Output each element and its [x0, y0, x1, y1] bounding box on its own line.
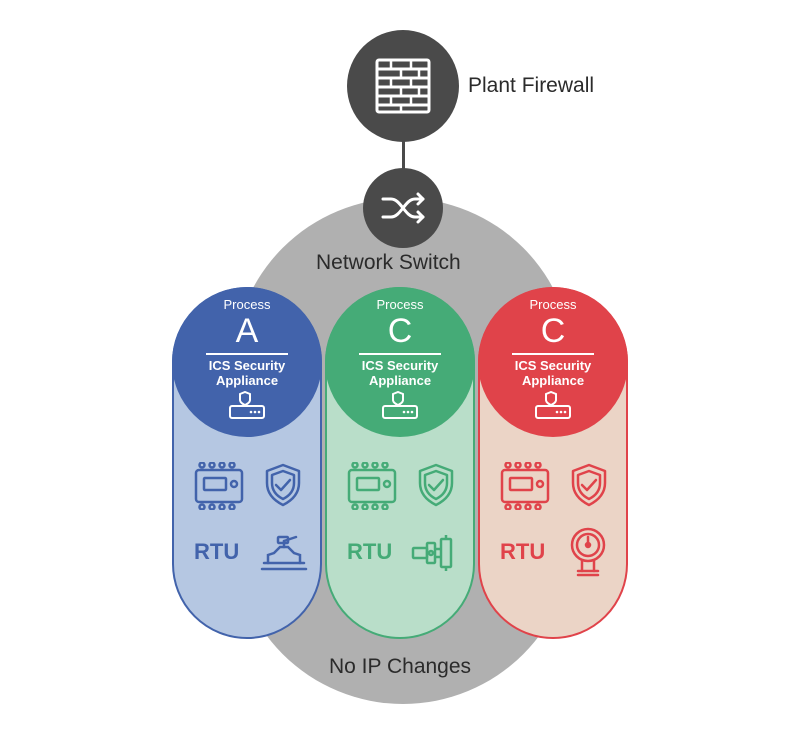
- process-header: Process A ICS Security Appliance: [172, 287, 322, 437]
- pressure-gauge-icon: [570, 527, 606, 577]
- process-column-c[interactable]: Process C ICS Security Appliance: [478, 287, 628, 639]
- security-appliance-icon: [229, 391, 265, 419]
- process-column-a[interactable]: Process A ICS Security Appliance: [172, 287, 322, 639]
- appliance-label-line1: ICS Security: [208, 358, 286, 373]
- process-header: Process C ICS Security Appliance: [325, 287, 475, 437]
- uplink-line: [402, 140, 405, 174]
- appliance-label-line2: Appliance: [215, 373, 279, 388]
- controller-board-icon: [347, 462, 397, 510]
- firewall-brick-icon: [375, 58, 431, 114]
- appliance-label-line1: ICS Security: [361, 358, 439, 373]
- process-title: Process: [223, 297, 271, 312]
- process-header: Process C ICS Security Appliance: [478, 287, 628, 437]
- appliance-label-line2: Appliance: [368, 373, 432, 388]
- divider: [512, 353, 594, 355]
- rtu-label: RTU: [500, 539, 546, 564]
- switch-node[interactable]: [363, 168, 443, 248]
- appliance-label-line2: Appliance: [521, 373, 585, 388]
- shield-check-icon: [418, 463, 454, 507]
- controller-board-icon: [194, 462, 244, 510]
- process-letter: C: [387, 312, 413, 350]
- process-column-b[interactable]: Process C ICS Security Appliance: [325, 287, 475, 639]
- appliance-label-line1: ICS Security: [514, 358, 592, 373]
- divider: [359, 353, 441, 355]
- controller-board-icon: [500, 462, 550, 510]
- rtu-label: RTU: [194, 539, 240, 564]
- firewall-label: Plant Firewall: [468, 74, 595, 97]
- shield-check-icon: [571, 463, 607, 507]
- pipe-flange-icon: [411, 535, 453, 571]
- security-appliance-icon: [382, 391, 418, 419]
- shield-check-icon: [265, 463, 301, 507]
- switch-label: Network Switch: [316, 251, 461, 274]
- process-letter: C: [540, 312, 566, 350]
- switch-arrows-icon: [381, 192, 425, 224]
- process-title: Process: [376, 297, 424, 312]
- security-appliance-icon: [535, 391, 571, 419]
- process-letter: A: [235, 312, 259, 350]
- footer-label: No IP Changes: [329, 655, 472, 678]
- firewall-node[interactable]: [347, 30, 459, 142]
- process-title: Process: [529, 297, 577, 312]
- divider: [206, 353, 288, 355]
- valve-icon: [260, 535, 308, 571]
- rtu-label: RTU: [347, 539, 393, 564]
